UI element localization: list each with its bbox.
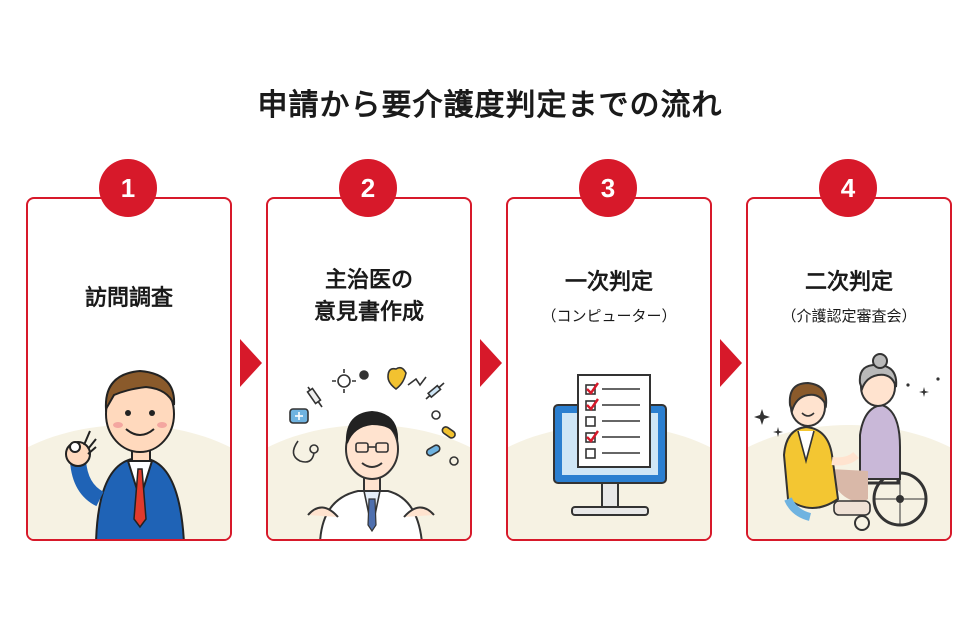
step-sublabel: （介護認定審査会） <box>781 307 917 325</box>
computer-checklist-illustration <box>553 374 667 516</box>
step-sublabel: （コンピューター） <box>541 307 677 325</box>
step-card-2: 2 主治医の 意見書作成 <box>266 159 472 541</box>
card-frame <box>506 197 712 541</box>
step-card-1: 1 訪問調査 <box>26 159 232 541</box>
businessman-ok-illustration <box>65 369 185 539</box>
card-frame <box>266 197 472 541</box>
step-label-line1: 主治医の <box>324 268 413 293</box>
step-number-badge: 1 <box>99 159 157 217</box>
step-label: 訪問調査 <box>84 286 173 311</box>
step-label-line2: 意見書作成 <box>313 300 424 325</box>
step-card-3: 3 一次判定 （コンピューター） <box>506 159 712 541</box>
step-card-4: 4 二次判定 （介護認定審査会） <box>746 159 952 541</box>
flow-arrow-2 <box>480 339 502 387</box>
flow-arrow-1 <box>240 339 262 387</box>
step-number-badge: 3 <box>579 159 637 217</box>
flow-arrow-3 <box>720 339 742 387</box>
step-number-badge: 2 <box>339 159 397 217</box>
step-label: 一次判定 <box>564 270 653 295</box>
step-label: 二次判定 <box>804 270 893 295</box>
doctor-illustration <box>289 366 459 539</box>
card-frame <box>26 197 232 541</box>
step-number-badge: 4 <box>819 159 877 217</box>
page-title: 申請から要介護度判定までの流れ <box>257 88 723 123</box>
card-frame <box>746 197 952 541</box>
caregiver-wheelchair-illustration <box>754 353 940 531</box>
